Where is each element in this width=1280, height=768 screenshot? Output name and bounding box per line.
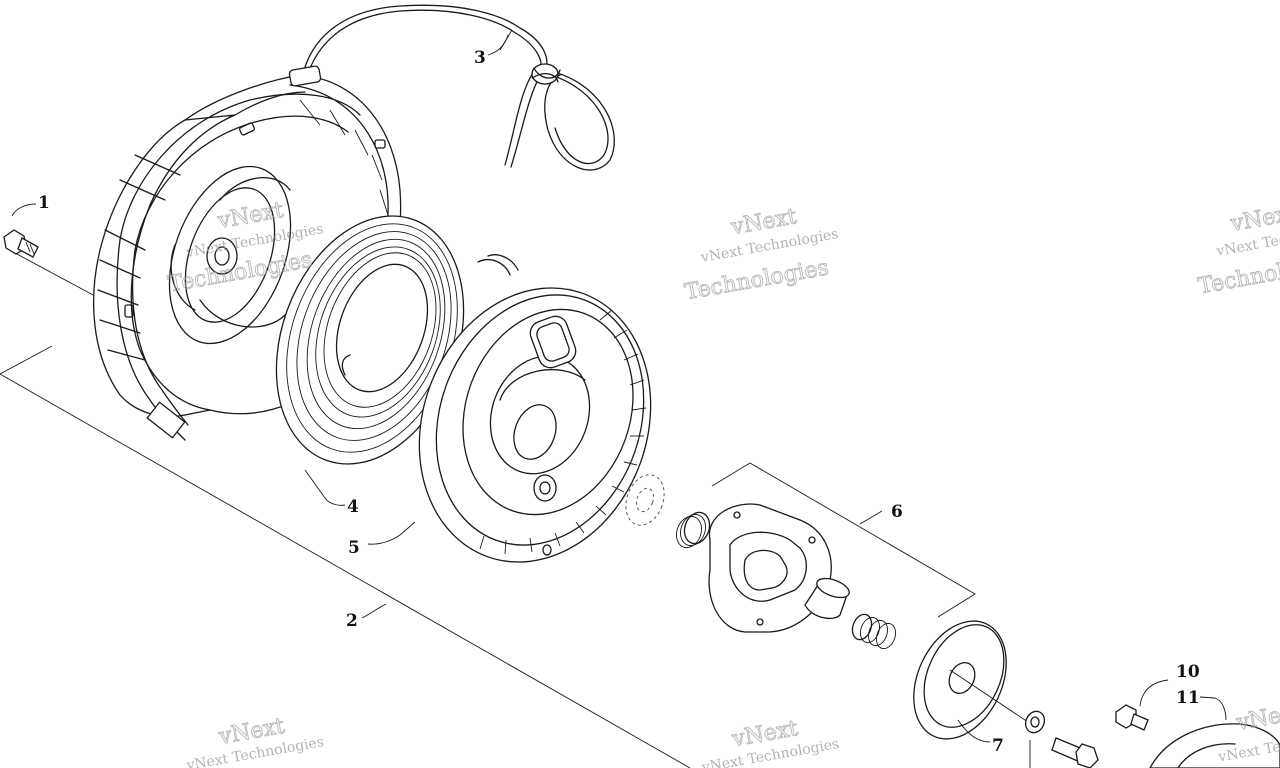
part-1-bolt [3, 229, 39, 258]
part-3-rope [301, 4, 615, 171]
part-7-plate [913, 620, 1041, 743]
part-washer-bolt [1024, 710, 1099, 768]
watermark-large-3: Technologies [1196, 249, 1280, 299]
callout-7: 7 [992, 736, 1004, 756]
part-5-reel [367, 287, 652, 563]
callout-11: 11 [1176, 688, 1200, 708]
part-11-cover [1149, 696, 1280, 768]
watermark-top-6: vNext [1234, 700, 1280, 736]
dashed-washer [625, 474, 665, 526]
callout-1: 1 [38, 193, 50, 213]
watermark-top-3: vNext [1228, 201, 1280, 237]
part-4-recoil-spring [275, 215, 519, 506]
starter-housing [93, 65, 402, 441]
part-10-bolt [1115, 679, 1169, 731]
callout-3: 3 [474, 48, 486, 68]
callout-2: 2 [346, 611, 358, 631]
callout-labels: 1 2 3 4 5 6 7 10 11 [11, 34, 1200, 756]
callout-4: 4 [347, 497, 359, 517]
part-6-ratchet-assembly [676, 462, 976, 650]
callout-10: 10 [1176, 662, 1200, 682]
callout-6: 6 [891, 502, 903, 522]
part-2-bracket [0, 252, 691, 768]
callout-5: 5 [348, 538, 360, 558]
